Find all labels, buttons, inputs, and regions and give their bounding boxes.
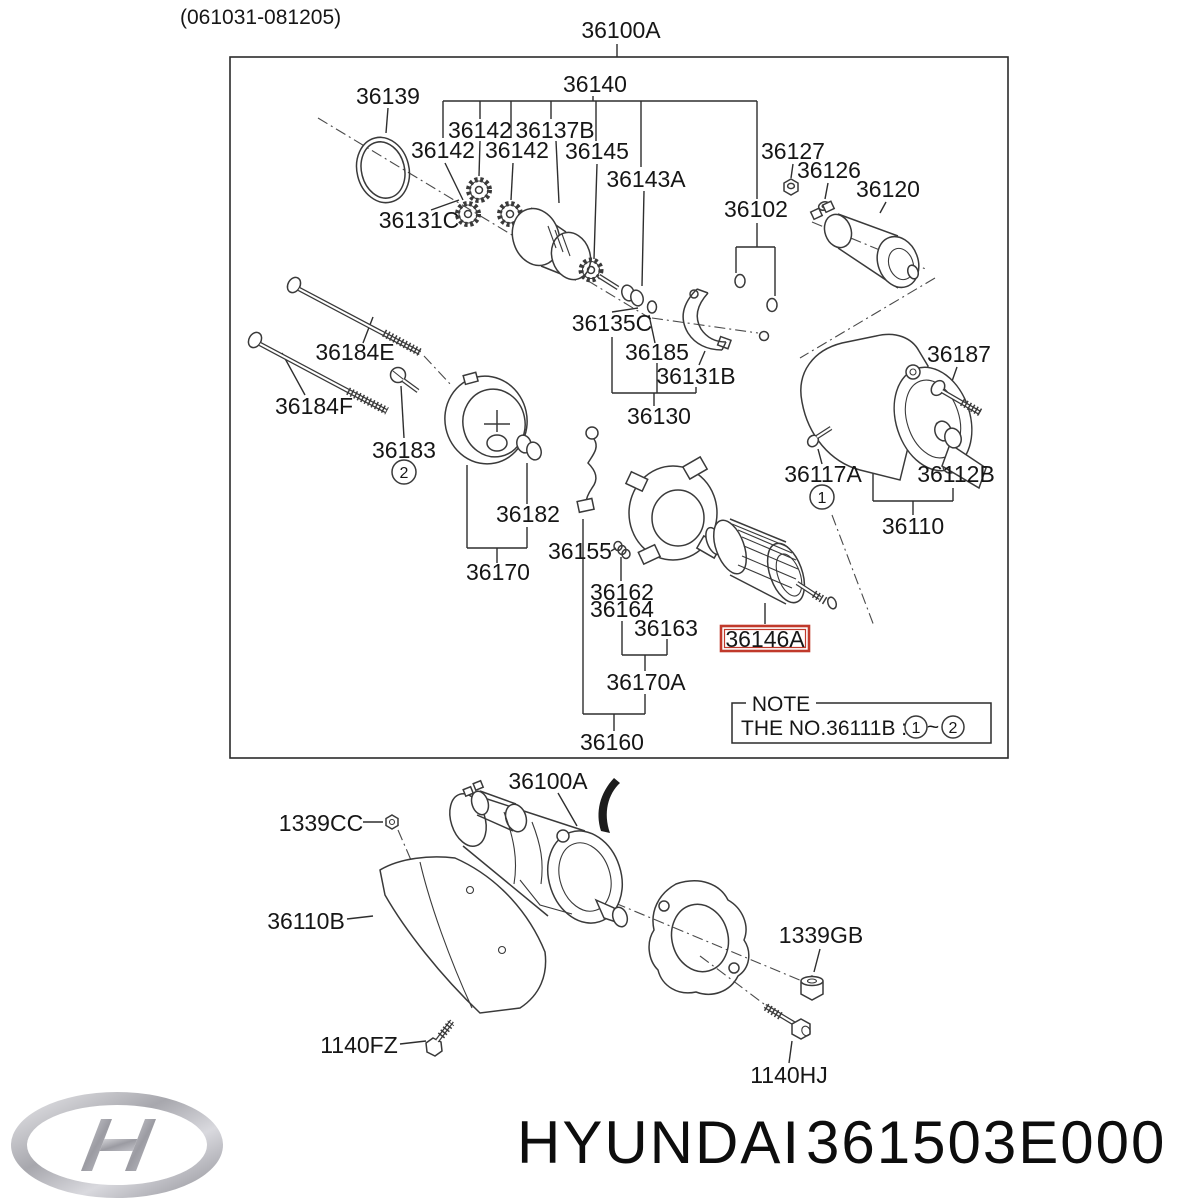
part-label-36117A: 36117A [784,461,862,487]
part-label-36170A: 36170A [606,669,686,695]
selected-part-highlight-36146A[interactable]: 36146A [719,624,811,653]
note-box: NOTE THE NO.36111B : 1 ~ 2 [731,693,992,744]
ref-marker-2: 2 [391,459,417,485]
part-label-36127: 36127 [761,138,825,164]
note-tilde: ~ [927,716,939,739]
part-label-36135C: 36135C [572,310,653,336]
part-label-36160: 36160 [580,729,644,755]
assembly-frame [229,56,1009,759]
part-label-36100A: 36100A [581,17,661,43]
nut-drawing-1339CC [385,814,399,830]
ref-marker-2-digit: 2 [400,465,409,482]
part-label-36130: 36130 [627,403,691,429]
solenoid-drawing [809,200,920,289]
bolt-drawing-1140HJ [763,1003,811,1040]
part-label-36120: 36120 [856,176,920,202]
part-label-36155: 36155 [548,538,612,564]
hyundai-logo-icon [11,1092,223,1198]
part-label-36139: 36139 [356,83,420,109]
part-label-36142-1: 36142 [448,117,512,143]
highlight-box-outer [719,624,811,653]
part-label-36164: 36164 [590,596,654,622]
washer-drawing-b [766,297,778,313]
washer-drawing-a [734,273,746,289]
heat-shield-drawing [379,856,547,1014]
part-label-36140: 36140 [563,71,627,97]
bolt-drawing-36187 [930,379,984,417]
part-label-36126: 36126 [797,157,861,183]
part-label-1339CC: 1339CC [279,810,363,836]
bushing-drawing-36182 [516,434,542,461]
footer-part-number: 361503E000 [806,1109,1166,1176]
overrun-clutch-drawing [511,207,620,290]
date-range-code: (061031-081205) [180,6,341,29]
bolt-drawing-1140FZ [425,1019,455,1057]
ball-drawing [758,330,770,342]
ref-marker-1: 1 [809,484,835,510]
through-bolt-drawing-36184F [247,331,389,415]
shift-lever-drawing [682,288,732,351]
part-label-36142-3: 36142 [485,137,549,163]
gasket-drawing [648,880,750,996]
part-label-36131C: 36131C [379,207,460,233]
part-label-1140FZ: 1140FZ [320,1032,398,1058]
highlight-box-inner [723,628,807,649]
planet-gear-drawing-1 [466,177,492,203]
assembled-starter-drawing [449,779,629,928]
bushing-drawing-36112B [934,420,962,449]
brush-holder-drawing [624,455,723,566]
note-ref-2: 2 [949,720,958,737]
note-ref-circle-2 [941,715,965,739]
part-label-36162: 36162 [590,579,654,605]
part-label-1140HJ: 1140HJ [750,1062,828,1088]
part-label-1339GB: 1339GB [779,922,863,948]
part-label-36137B: 36137B [515,117,594,143]
ref-marker-1-digit: 1 [818,490,827,507]
footer-brand: HYUNDAI [517,1109,801,1176]
bolt-drawing-36117A [806,426,833,448]
part-label-36170: 36170 [466,559,530,585]
armature-drawing [705,518,838,610]
note-title: NOTE [752,693,810,716]
part-label-36145: 36145 [565,138,629,164]
part-label-36110B: 36110B [267,908,345,934]
snap-ring-drawing [355,136,411,204]
center-bracket-drawing [444,371,528,465]
pinion-stopper-drawing [621,284,658,314]
part-label-36102: 36102 [724,196,788,222]
part-label-36143A: 36143A [606,166,686,192]
part-label-36100A-lower: 36100A [508,768,588,794]
part-label-36112B: 36112B [917,461,995,487]
nut-drawing-1339GB [800,975,824,1001]
part-label-36187: 36187 [927,341,991,367]
part-label-36182: 36182 [496,501,560,527]
nut-drawing-36127 [783,178,799,196]
part-label-36163: 36163 [634,615,698,641]
part-label-36184F: 36184F [275,393,353,419]
part-label-36110: 36110 [882,513,944,539]
part-label-36183: 36183 [372,437,436,463]
part-label-36146A: 36146A [725,626,805,652]
leader-lines [281,44,958,1064]
note-ref-circle-1 [904,715,928,739]
rotation-arrow [598,778,620,833]
planet-gear-drawing-2 [455,201,481,227]
note-text: THE NO.36111B : [741,717,907,740]
brush-lead-drawing [576,426,631,560]
through-bolt-drawing-36184E [286,276,423,357]
part-label-36131B: 36131B [656,363,735,389]
part-label-36142-2: 36142 [411,137,475,163]
screw-drawing-36183 [389,366,420,393]
part-label-36185: 36185 [625,339,689,365]
part-label-36184E: 36184E [315,339,394,365]
note-ref-1: 1 [912,720,921,737]
